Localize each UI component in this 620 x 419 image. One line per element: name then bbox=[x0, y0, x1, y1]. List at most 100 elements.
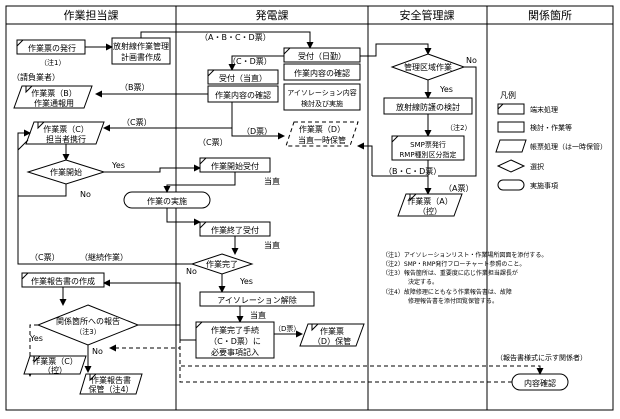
legend-document-label: 帳票処理（は一時保管） bbox=[530, 142, 607, 151]
issue-label: 作業票の発行 bbox=[28, 43, 76, 53]
legend-action-label: 実施事項 bbox=[530, 181, 558, 190]
duty3-label: 当直 bbox=[250, 310, 266, 320]
edge-b: （B票） bbox=[120, 83, 150, 92]
note-line: 修理報告書を添付回覧保管する。 bbox=[408, 297, 498, 305]
recv-duty-label: 受付（当直） bbox=[219, 73, 267, 83]
outer-frame bbox=[5, 5, 614, 411]
contractor-label: （請負業者） bbox=[12, 72, 60, 82]
edge-d2: （D票） bbox=[274, 325, 300, 333]
rad-protect-label: 放射線防護の検討 bbox=[396, 102, 460, 112]
smp-label-1: SMP票発行 bbox=[410, 140, 446, 149]
finish-label-3: 必要事項記入 bbox=[211, 347, 259, 357]
recv-duty-box bbox=[207, 69, 279, 85]
ticket-d-box bbox=[285, 121, 359, 147]
ticket-d-keep-label-1: 作業票 bbox=[320, 326, 344, 336]
ticket-d-label-2: 当直一時保管 bbox=[298, 135, 346, 145]
ticket-a-label-1: 作業票（A） bbox=[407, 196, 452, 206]
iso-label-1: アイソレーション内容 bbox=[287, 88, 357, 97]
duty2-label: 当直 bbox=[264, 240, 280, 250]
yes1-label: Yes bbox=[111, 161, 125, 170]
ticket-d-keep-label-2: （D）保管 bbox=[313, 336, 351, 346]
done-decision-label: 作業完了 bbox=[206, 259, 238, 269]
ticket-c-ctrl-label-1: 作業票（C） bbox=[32, 356, 78, 366]
edge-continue: （継続作業） bbox=[80, 252, 128, 262]
ticket-c-ctrl-label-2: （控） bbox=[43, 365, 67, 375]
note-line: （注4）故障修理にともなう作業報告書は、故障 bbox=[382, 288, 512, 296]
rad-plan-box bbox=[111, 37, 171, 65]
report-label: 作業報告書の作成 bbox=[31, 276, 95, 286]
legend-title: 凡例 bbox=[500, 90, 516, 100]
ticket-d-keep-box bbox=[299, 323, 365, 347]
smp-box bbox=[391, 135, 465, 161]
smp-label-2: RMP種別区分指定 bbox=[399, 150, 456, 159]
iso-label-2: 検討及び実施 bbox=[301, 99, 343, 108]
lane-title-work: 作業担当課 bbox=[64, 8, 119, 22]
ticket-c-label-1: 作業票（C） bbox=[43, 124, 89, 134]
edge-bcd: （B・C・D票） bbox=[384, 167, 441, 176]
report-keep-label-1: 作業報告書 bbox=[91, 375, 131, 385]
legend-decision-label: 選択 bbox=[530, 162, 544, 171]
ticket-c-label-2: 担当者携行 bbox=[46, 134, 86, 144]
edge-abcd: （A・B・C・D票） bbox=[200, 33, 271, 42]
no4-label: No bbox=[466, 56, 477, 65]
rad-plan-label-1: 放射線作業管理 bbox=[113, 41, 169, 51]
note-line: （注3）報告箇所は、重要度に応じ作業担当課長が bbox=[382, 269, 518, 277]
ticket-a-label-2: （控） bbox=[418, 206, 442, 216]
edge-c2: （C票） bbox=[198, 138, 228, 147]
no3-label: No bbox=[92, 347, 103, 356]
no2-label: No bbox=[186, 267, 197, 276]
confirm-content2-label: 作業内容の確認 bbox=[215, 90, 271, 100]
ctrl-area-decision-label: 管理区域作業 bbox=[404, 62, 452, 72]
legend-process-label: 検討・作業等 bbox=[530, 123, 572, 132]
edge-a: （A票） bbox=[444, 184, 473, 193]
confirm-content-box bbox=[283, 63, 361, 81]
confirm-content-label: 作業内容の確認 bbox=[294, 68, 350, 78]
edge-d1: （D票） bbox=[242, 127, 272, 136]
lane-title-power: 発電課 bbox=[256, 8, 289, 22]
note2-label: （注2） bbox=[446, 123, 471, 132]
report-keep-label-2: 保管（注4） bbox=[88, 384, 133, 394]
report-keep-box bbox=[79, 373, 143, 395]
legend-terminal-label: 端末処理 bbox=[530, 105, 558, 114]
yes4-label: Yes bbox=[439, 85, 453, 94]
edge-cd: （C・D票） bbox=[228, 57, 272, 66]
ticket-a-box bbox=[397, 193, 463, 217]
recv-day-label: 受付（日勤） bbox=[298, 51, 346, 61]
report-style-label: （報告書様式に示す関係者） bbox=[496, 353, 587, 362]
rad-plan-label-2: 計画書作成 bbox=[121, 52, 161, 62]
relate-decision-label-1: 関係箇所への報告 bbox=[56, 316, 120, 326]
finish-label-1: 作業完了手続 bbox=[211, 325, 259, 335]
lane-title-related: 関係箇所 bbox=[528, 8, 572, 22]
start-decision-label: 作業開始 bbox=[50, 167, 82, 177]
edge-c3: （C票） bbox=[30, 253, 60, 262]
legend-decision-shape bbox=[496, 159, 526, 173]
edge-c1: （C票） bbox=[122, 118, 152, 127]
finish-label-2: （C・D票）に bbox=[209, 337, 261, 346]
recv-day-box bbox=[283, 47, 361, 63]
note-line: （注2）SMP・RMP発行フローチャート参照のこと。 bbox=[382, 260, 525, 268]
iso-box bbox=[283, 83, 361, 111]
lane-title-safety: 安全管理課 bbox=[400, 8, 455, 22]
confirm-final-label: 内容確認 bbox=[524, 378, 556, 388]
yes3-label: Yes bbox=[29, 334, 43, 343]
legend-document-shape bbox=[495, 139, 527, 153]
no1-label: No bbox=[80, 190, 91, 199]
ticket-b-label-2: 作業通報用 bbox=[34, 98, 74, 108]
ticket-c-ctrl-box bbox=[23, 355, 87, 375]
start-recv-label: 作業開始受付 bbox=[211, 161, 259, 171]
iso-release-box bbox=[199, 291, 315, 307]
iso-release-label: アイソレーション解除 bbox=[217, 295, 296, 305]
ticket-b-label-1: 作業票（B） bbox=[31, 88, 77, 98]
ticket-d-label-1: 作業票（D） bbox=[299, 124, 345, 134]
legend-action-shape bbox=[497, 179, 525, 191]
ticket-c-box bbox=[25, 121, 105, 145]
finish-box bbox=[195, 321, 275, 359]
yes2-label: Yes bbox=[239, 277, 253, 286]
duty1-label: 当直 bbox=[264, 176, 280, 186]
implement-label: 作業の実施 bbox=[147, 196, 187, 206]
ticket-b-box bbox=[13, 85, 93, 109]
legend-process-shape bbox=[497, 121, 525, 133]
end-recv-label: 作業終了受付 bbox=[211, 225, 259, 235]
